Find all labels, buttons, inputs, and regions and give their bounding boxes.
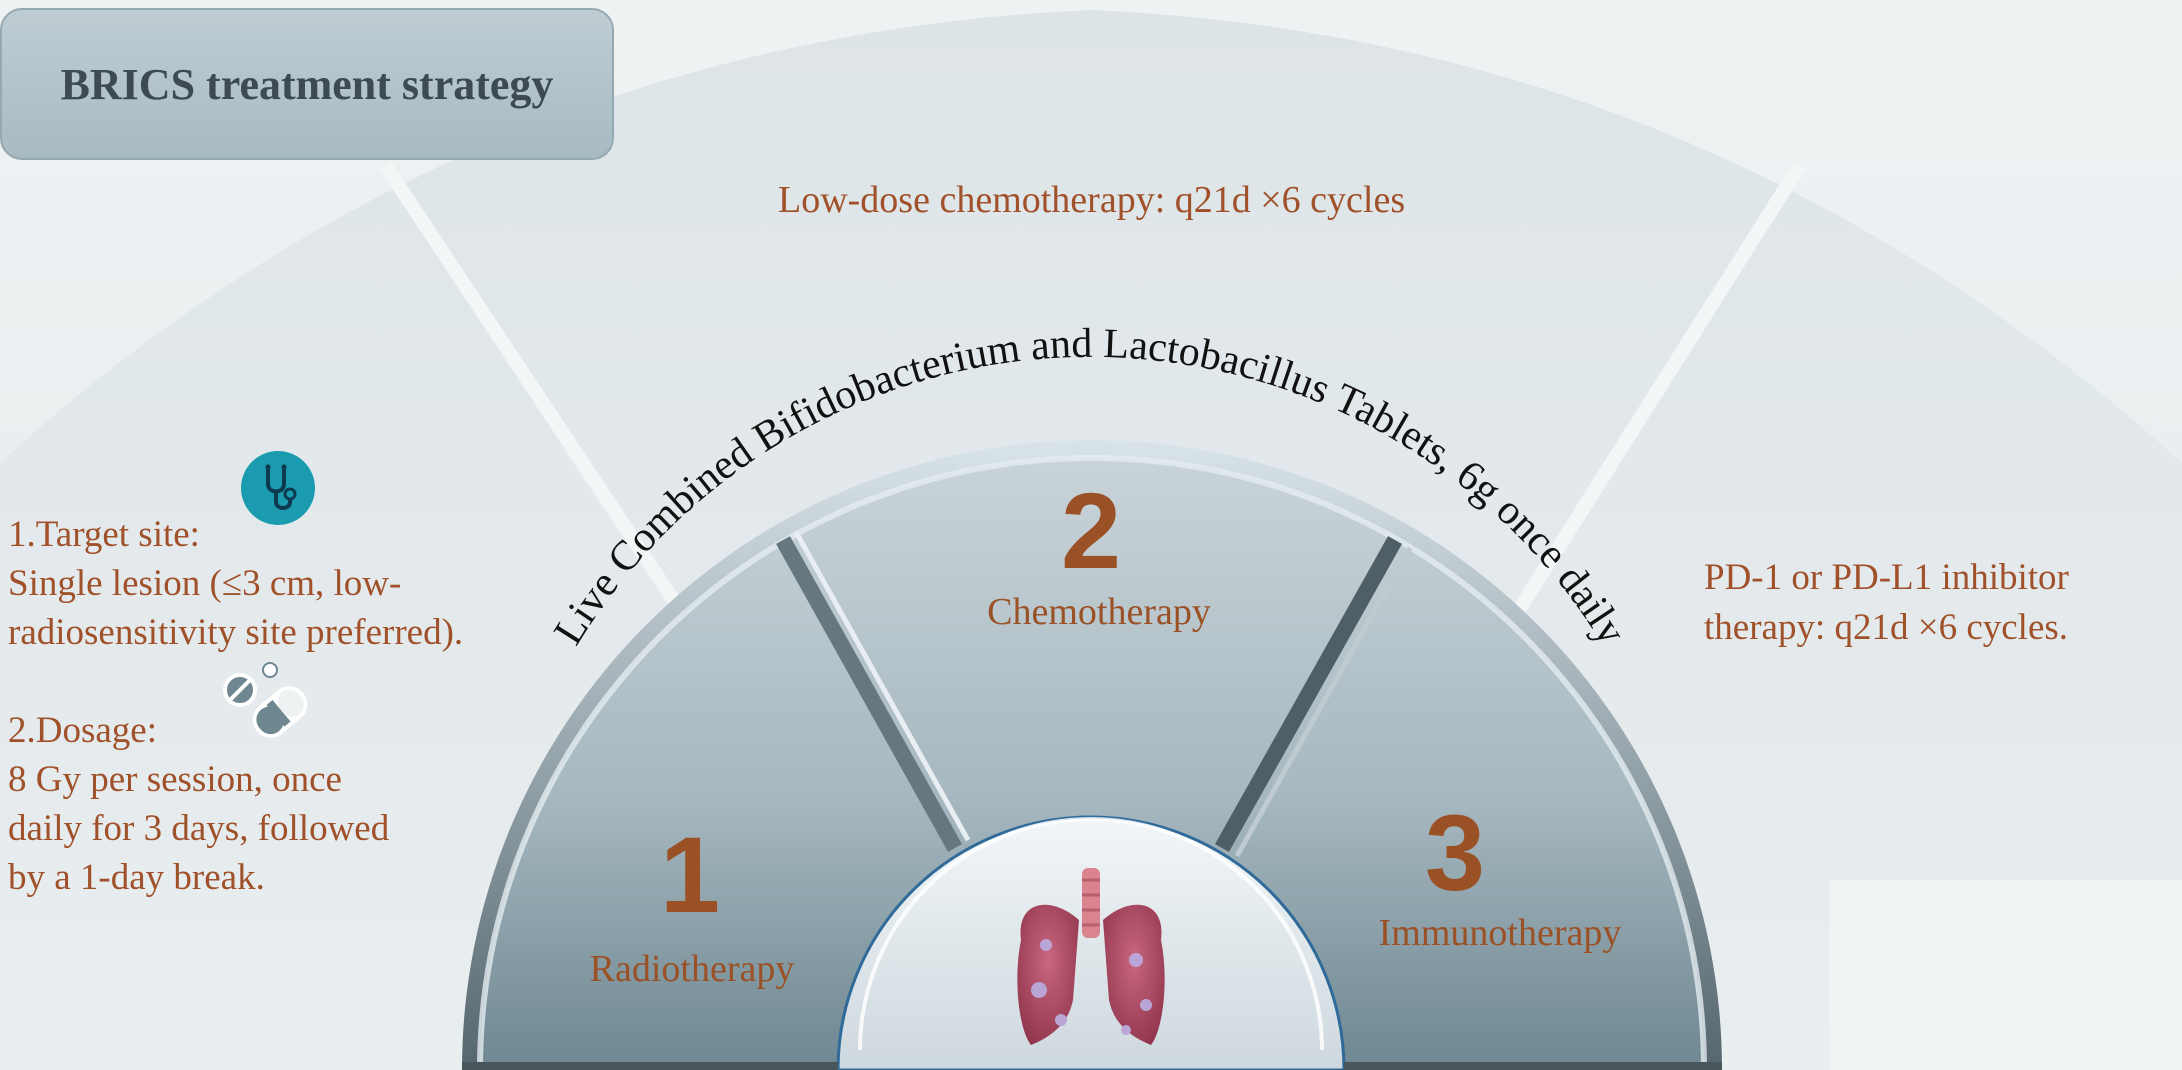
segment-1-number: 1 xyxy=(660,814,720,935)
chemotherapy-note: Low-dose chemotherapy: q21d ×6 cycles xyxy=(778,179,1406,221)
right-pale-panel xyxy=(1830,880,2182,1070)
diagram-title: BRICS treatment strategy xyxy=(60,59,554,109)
immunotherapy-note-line: PD-1 or PD-L1 inhibitor xyxy=(1704,557,2069,598)
segment-1-label: Radiotherapy xyxy=(590,948,795,990)
immunotherapy-note: PD-1 or PD-L1 inhibitor therapy: q21d ×6… xyxy=(1704,553,2164,653)
segment-divider-left-highlight xyxy=(793,530,971,842)
target-site-line: Single lesion (≤3 cm, low- xyxy=(8,563,402,604)
outer-divider-right xyxy=(1494,161,1806,644)
segment-divider-right-highlight xyxy=(1234,546,1413,858)
outer-divider-left xyxy=(379,161,706,644)
lung-dome-highlight xyxy=(858,817,1324,1051)
segment-3-number: 3 xyxy=(1425,792,1485,913)
dosage-line: daily for 3 days, followed xyxy=(8,808,390,849)
dosage-heading: 2.Dosage: xyxy=(8,710,157,751)
radiotherapy-notes: 1.Target site: Single lesion (≤3 cm, low… xyxy=(8,510,528,902)
segment-3-label: Immunotherapy xyxy=(1379,912,1622,954)
target-site-heading: 1.Target site: xyxy=(8,514,200,555)
immunotherapy-note-line: therapy: q21d ×6 cycles. xyxy=(1704,607,2069,648)
pill-capsule-icon xyxy=(223,662,308,738)
segment-divider-left xyxy=(776,536,962,852)
dosage-line: by a 1-day break. xyxy=(8,857,265,898)
target-site-line: radiosensitivity site preferred). xyxy=(8,612,464,653)
segment-2-number: 2 xyxy=(1061,470,1121,591)
dosage-line: 8 Gy per session, once xyxy=(8,759,342,800)
fan-top-highlight xyxy=(477,455,1707,1070)
title-box: BRICS treatment strategy xyxy=(0,8,614,160)
segment-divider-right xyxy=(1215,536,1402,852)
stethoscope-icon xyxy=(241,451,315,525)
segment-2-label: Chemotherapy xyxy=(987,591,1211,633)
fan-base-bar xyxy=(462,1062,1722,1070)
fan-body xyxy=(480,458,1704,1070)
lungs-icon xyxy=(1017,868,1165,1045)
